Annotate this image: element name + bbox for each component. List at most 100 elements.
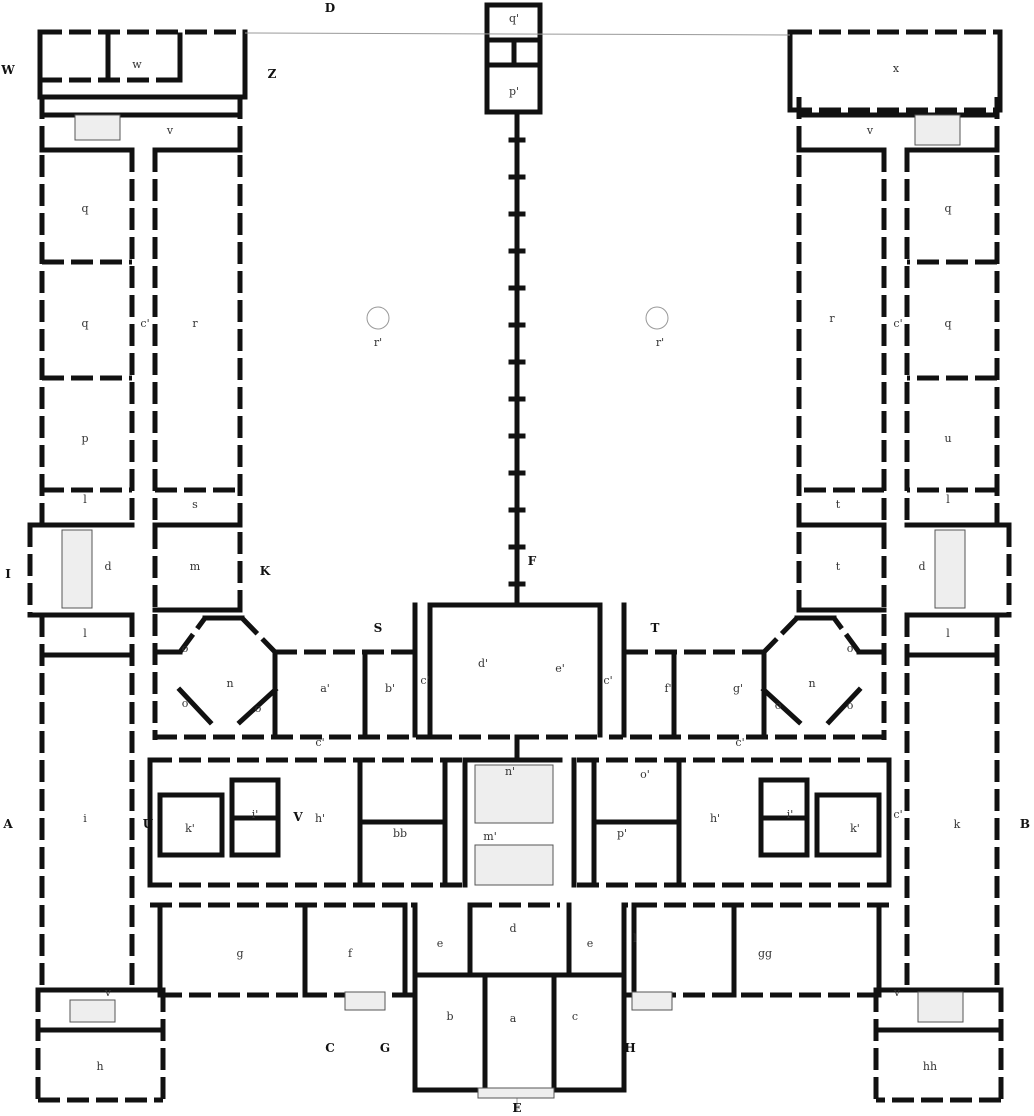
stair-bottom-right [917, 991, 964, 1023]
room-label: k [954, 818, 961, 831]
fountain-right-icon [645, 306, 669, 330]
wall-segment [825, 686, 863, 726]
section-marker-label: T [651, 621, 660, 635]
room-label: o [847, 642, 854, 655]
room-label: o [847, 699, 854, 712]
room-label: r [192, 317, 198, 330]
fountain-left-icon [366, 306, 390, 330]
room-label: bb [393, 827, 407, 840]
room-label: g [236, 947, 243, 960]
room-label: d [104, 560, 111, 573]
room-label: f' [664, 682, 671, 695]
stair-top-left [74, 114, 121, 141]
room-label: c [572, 1010, 578, 1023]
room-label: q [944, 202, 951, 215]
section-marker-label: V [292, 810, 303, 824]
room-label: q [944, 317, 951, 330]
room-label: c' [603, 674, 612, 687]
stair-top-right [914, 114, 961, 146]
room-label: i' [252, 808, 259, 821]
room-label: l [633, 932, 637, 945]
room-label: r' [374, 336, 382, 349]
room-label: w [132, 58, 142, 71]
room-label: h' [315, 812, 325, 825]
room-label: l [946, 493, 950, 506]
room-label: a' [320, 682, 330, 695]
wall-segment [831, 616, 862, 654]
section-marker-label: K [260, 564, 271, 578]
room-label: d [918, 560, 925, 573]
room-label: i' [787, 808, 794, 821]
stair-bottom-left [69, 999, 116, 1023]
room-label: t [836, 498, 841, 511]
room-label: r' [656, 336, 664, 349]
wall-segment [176, 686, 214, 726]
room-label: i [83, 812, 87, 825]
room-label: v [166, 124, 174, 137]
room-label: o [255, 702, 262, 715]
stair-left-pavilion [61, 529, 93, 609]
room-label: o [182, 642, 189, 655]
wall-segment [177, 616, 208, 654]
stair-center-upper [474, 764, 554, 824]
section-marker-label: W [0, 63, 15, 77]
room-label: d' [478, 657, 488, 670]
section-marker-label: A [2, 817, 13, 831]
room-label: n' [505, 765, 515, 778]
room-label: q' [509, 12, 519, 25]
room-label: c' [893, 317, 902, 330]
room-label: e' [555, 662, 565, 675]
room-label: a [510, 1012, 517, 1025]
room-label: e [587, 937, 594, 950]
room-label: c' [315, 736, 324, 749]
section-marker-label: C [325, 1041, 335, 1055]
room-label: d [509, 922, 516, 935]
room-label: q [81, 317, 88, 330]
entrance-steps [477, 1087, 555, 1099]
room-label: l [83, 493, 87, 506]
room-label: o' [640, 768, 650, 781]
room-label: gg [758, 947, 772, 960]
room-label: n [226, 677, 233, 690]
room-label: m [190, 560, 201, 573]
section-marker-label: G [380, 1041, 390, 1055]
room-label: k' [185, 822, 195, 835]
section-marker-label: E [512, 1101, 521, 1115]
room-label: g' [733, 682, 743, 695]
room-label: c' [893, 808, 902, 821]
room-label: s [192, 498, 198, 511]
room-label: hh [923, 1060, 937, 1073]
section-marker-label: F [528, 554, 537, 568]
room-label: h [96, 1060, 103, 1073]
room-label: f [348, 947, 353, 960]
room-label: v [866, 124, 874, 137]
room-label: c' [735, 736, 744, 749]
room-label: u [944, 432, 951, 445]
room-label: v [893, 986, 901, 999]
room-label: k' [850, 822, 860, 835]
room-label: b [446, 1010, 453, 1023]
section-marker-label: U [143, 817, 154, 831]
wall-segment [236, 686, 279, 726]
room-label: l [83, 627, 87, 640]
room-label: r [829, 312, 835, 325]
section-marker-label: I [5, 567, 11, 581]
room-label: p [81, 432, 88, 445]
room-label: p' [617, 827, 627, 840]
steps-g [344, 991, 386, 1011]
wall-segment [762, 616, 799, 654]
room-label: p' [509, 85, 519, 98]
section-marker-label: S [374, 621, 383, 635]
section-marker-label: H [624, 1041, 635, 1055]
room-label: n [808, 677, 815, 690]
wall-segment [760, 686, 803, 726]
wall-segment [240, 616, 277, 654]
room-label: t [836, 560, 841, 573]
axis-line-top [244, 32, 791, 36]
room-label: o [182, 697, 189, 710]
room-label: b' [385, 682, 395, 695]
room-label: q [81, 202, 88, 215]
steps-l [631, 991, 673, 1011]
room-label: o [775, 699, 782, 712]
